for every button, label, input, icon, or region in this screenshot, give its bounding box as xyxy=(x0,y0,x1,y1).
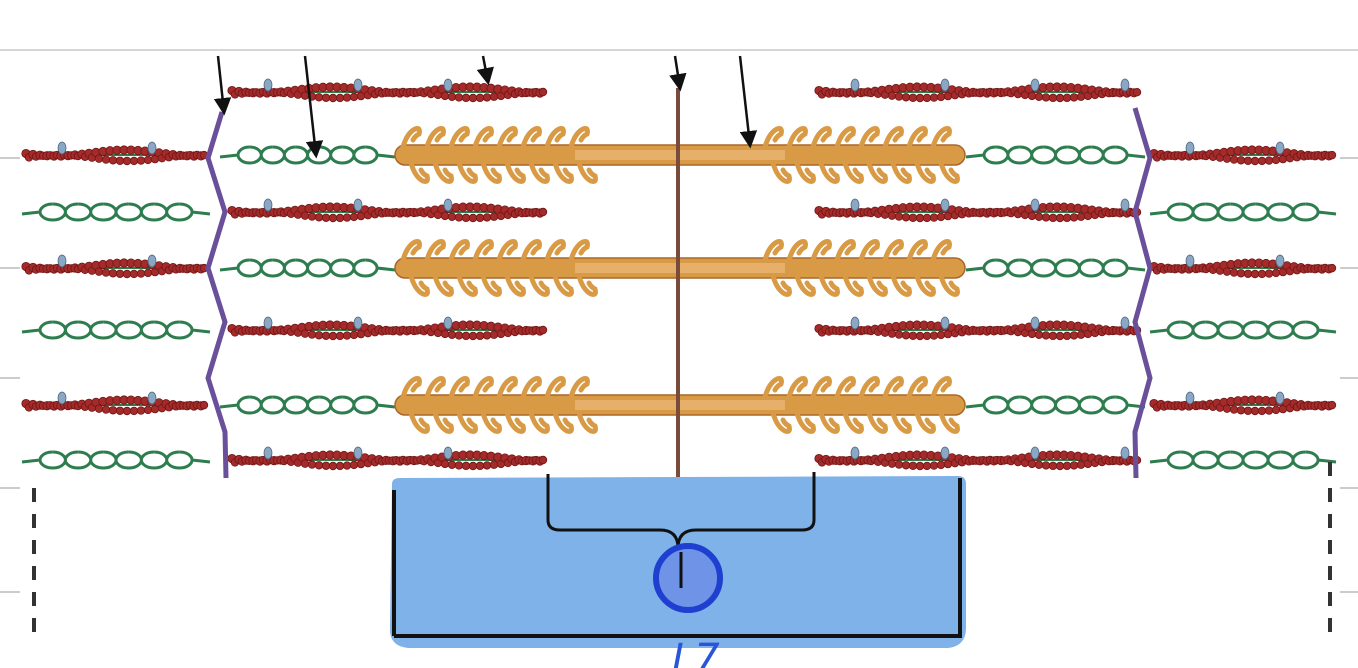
titin-spring xyxy=(1149,202,1337,222)
handwritten-note: L7 xyxy=(672,636,720,668)
actin-filament xyxy=(227,78,548,103)
actin-filament xyxy=(814,446,1142,471)
titin-spring xyxy=(219,258,396,278)
arrow-icon xyxy=(303,55,324,159)
actin-filament xyxy=(227,198,548,223)
actin-filament xyxy=(1149,391,1337,416)
titin-spring xyxy=(21,320,211,340)
arrow-icon xyxy=(669,55,687,92)
actin-filaments xyxy=(21,78,1337,471)
arrow-icon xyxy=(738,55,758,149)
z-line-right xyxy=(1132,107,1153,479)
actin-filament xyxy=(21,254,209,279)
titin-spring xyxy=(965,395,1146,415)
titin-spring xyxy=(219,395,396,415)
titin-spring xyxy=(965,145,1146,165)
background-lines xyxy=(0,49,1358,593)
actin-filament xyxy=(814,198,1142,223)
actin-filament xyxy=(227,446,548,471)
actin-filament xyxy=(227,316,548,341)
titin-spring xyxy=(1149,320,1337,340)
circle-marker-icon xyxy=(653,543,723,613)
arrow-icon xyxy=(476,55,494,86)
titin-spring xyxy=(965,258,1146,278)
titin-filaments xyxy=(21,145,1337,470)
titin-spring xyxy=(1149,450,1337,470)
actin-filament xyxy=(21,141,209,166)
actin-filament xyxy=(21,391,209,416)
actin-filament xyxy=(1149,141,1337,166)
actin-filament xyxy=(814,78,1142,103)
z-line-left xyxy=(205,111,229,479)
actin-filament xyxy=(1149,254,1337,279)
titin-spring xyxy=(21,450,211,470)
titin-spring xyxy=(21,202,211,222)
titin-spring xyxy=(219,145,396,165)
pointer-arrows xyxy=(213,55,758,159)
actin-filament xyxy=(814,316,1142,341)
arrow-icon xyxy=(213,55,232,116)
